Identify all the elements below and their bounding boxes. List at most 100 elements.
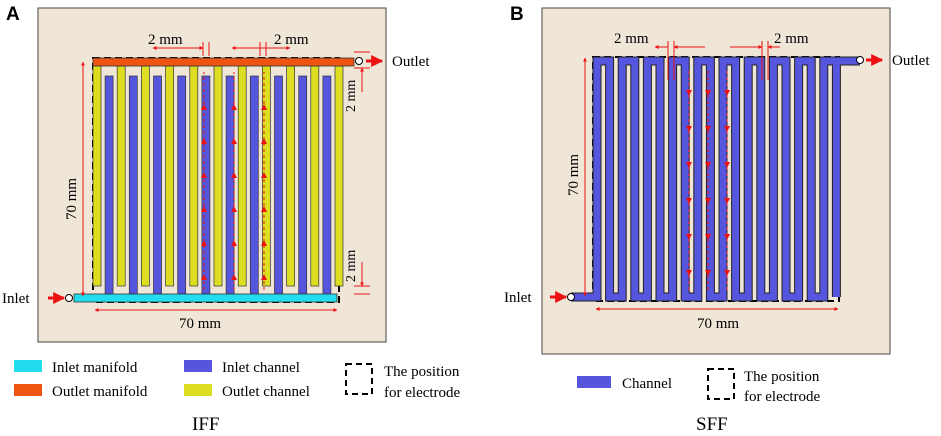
flow-arrowhead-a bbox=[261, 138, 267, 144]
flow-arrowhead-b bbox=[686, 234, 692, 240]
dim-top-left-a: 2 mm bbox=[148, 32, 183, 48]
legend-swatch-inlet-manifold bbox=[14, 360, 42, 372]
inlet-channel bbox=[274, 75, 283, 295]
flow-arrowhead-b bbox=[686, 198, 692, 204]
outlet-port-b bbox=[856, 56, 864, 64]
inlet-channel bbox=[177, 75, 187, 295]
outlet-channel bbox=[213, 65, 223, 287]
flow-arrowhead-b bbox=[705, 162, 711, 168]
iff-channels bbox=[90, 65, 344, 301]
legend-a: Inlet manifold Outlet manifold Inlet cha… bbox=[14, 360, 461, 401]
inlet-channel bbox=[104, 75, 114, 295]
legend-inlet-channel: Inlet channel bbox=[222, 360, 300, 376]
flow-arrowhead-a bbox=[201, 206, 207, 212]
dim-top-left-b: 2 mm bbox=[614, 31, 649, 47]
legend-swatch-outlet-manifold bbox=[14, 384, 42, 396]
inlet-channel bbox=[249, 75, 259, 295]
flow-arrowhead-a bbox=[231, 240, 237, 246]
dim-right-bottom-a: 2 mm bbox=[344, 250, 359, 282]
outlet-label-b: Outlet bbox=[892, 53, 930, 69]
flow-arrowhead-a bbox=[201, 172, 207, 178]
caption-iff: IFF bbox=[192, 414, 219, 435]
flow-arrowhead-b bbox=[724, 198, 730, 204]
flow-arrowhead-a bbox=[231, 138, 237, 144]
outlet-channel bbox=[286, 65, 295, 287]
legend-swatch-outlet-channel bbox=[184, 384, 212, 396]
legend-swatch-channel bbox=[577, 376, 611, 388]
flow-arrowhead-b bbox=[686, 126, 692, 132]
legend-channel: Channel bbox=[622, 376, 672, 392]
serpentine-channel bbox=[571, 57, 860, 301]
dim-horizontal-a: 70 mm bbox=[179, 316, 221, 332]
flow-arrowhead-b bbox=[705, 234, 711, 240]
dim-right-top-a: 2 mm bbox=[344, 80, 359, 112]
dim-vertical-b: 70 mm bbox=[566, 154, 582, 196]
outlet-channel bbox=[310, 65, 320, 287]
flow-arrowhead-a bbox=[231, 274, 237, 280]
caption-sff: SFF bbox=[696, 414, 728, 435]
flow-arrowhead-a bbox=[261, 240, 267, 246]
panel-b: B Inlet Outlet 2 mm 2 mm 70 mm 70 mm bbox=[504, 4, 930, 435]
flow-arrowhead-a bbox=[231, 104, 237, 110]
flow-arrowhead-a bbox=[261, 274, 267, 280]
panel-b-letter: B bbox=[510, 4, 524, 25]
flow-arrowhead-b bbox=[724, 270, 730, 276]
outlet-channel bbox=[92, 65, 102, 287]
flow-arrowhead-b bbox=[724, 90, 730, 96]
legend-swatch-electrode-b bbox=[707, 368, 735, 400]
flow-arrowhead-b bbox=[705, 126, 711, 132]
inlet-channel bbox=[298, 75, 308, 295]
legend-electrode-b-1: The position bbox=[744, 369, 820, 385]
flow-arrowhead-b bbox=[724, 126, 730, 132]
outlet-port-a bbox=[355, 57, 363, 65]
inlet-port-b bbox=[567, 293, 575, 301]
dim-horizontal-b: 70 mm bbox=[697, 316, 739, 332]
panel-a-letter: A bbox=[6, 4, 20, 25]
flow-arrowhead-a bbox=[201, 138, 207, 144]
flow-arrowhead-a bbox=[261, 104, 267, 110]
legend-electrode-a-2: for electrode bbox=[384, 385, 461, 401]
flow-arrowhead-b bbox=[705, 198, 711, 204]
sff-channel bbox=[571, 56, 860, 302]
outlet-label-a: Outlet bbox=[392, 54, 430, 70]
inlet-label-b: Inlet bbox=[504, 290, 532, 306]
inlet-channel bbox=[322, 75, 332, 295]
legend-b: Channel The position for electrode bbox=[577, 368, 821, 405]
legend-swatch-electrode-a bbox=[345, 363, 373, 395]
flow-arrowhead-b bbox=[686, 90, 692, 96]
outlet-channel bbox=[189, 65, 199, 287]
flow-arrowhead-a bbox=[231, 206, 237, 212]
flow-arrowhead-b bbox=[724, 234, 730, 240]
outlet-manifold bbox=[92, 57, 355, 67]
flow-arrowhead-b bbox=[686, 270, 692, 276]
outlet-channel bbox=[165, 65, 174, 287]
outlet-channel bbox=[141, 65, 150, 287]
legend-outlet-channel: Outlet channel bbox=[222, 384, 310, 400]
flow-arrowhead-a bbox=[201, 240, 207, 246]
inlet-label-a: Inlet bbox=[2, 291, 30, 307]
flow-arrowhead-b bbox=[705, 90, 711, 96]
legend-electrode-a-1: The position bbox=[384, 364, 460, 380]
dim-vertical-a: 70 mm bbox=[64, 178, 80, 220]
flow-arrowhead-b bbox=[686, 162, 692, 168]
dim-top-right-b: 2 mm bbox=[774, 31, 809, 47]
legend-swatch-inlet-channel bbox=[184, 360, 212, 372]
panel-a: A Inlet Outlet bbox=[2, 4, 461, 435]
outlet-channel bbox=[237, 65, 247, 287]
legend-electrode-b-2: for electrode bbox=[744, 389, 821, 405]
outlet-channel bbox=[334, 65, 344, 287]
flow-arrowhead-a bbox=[201, 274, 207, 280]
inlet-manifold bbox=[73, 293, 338, 303]
legend-inlet-manifold: Inlet manifold bbox=[52, 360, 138, 376]
flow-arrowhead-a bbox=[261, 206, 267, 212]
flow-arrowhead-a bbox=[231, 172, 237, 178]
dim-top-right-a: 2 mm bbox=[274, 32, 309, 48]
legend-outlet-manifold: Outlet manifold bbox=[52, 384, 148, 400]
flow-arrowhead-b bbox=[705, 270, 711, 276]
flow-arrowhead-b bbox=[724, 162, 730, 168]
flow-arrowhead-a bbox=[201, 104, 207, 110]
flow-arrowhead-a bbox=[261, 172, 267, 178]
inlet-channel bbox=[153, 75, 162, 295]
outlet-channel bbox=[116, 65, 126, 287]
inlet-channel bbox=[128, 75, 138, 295]
